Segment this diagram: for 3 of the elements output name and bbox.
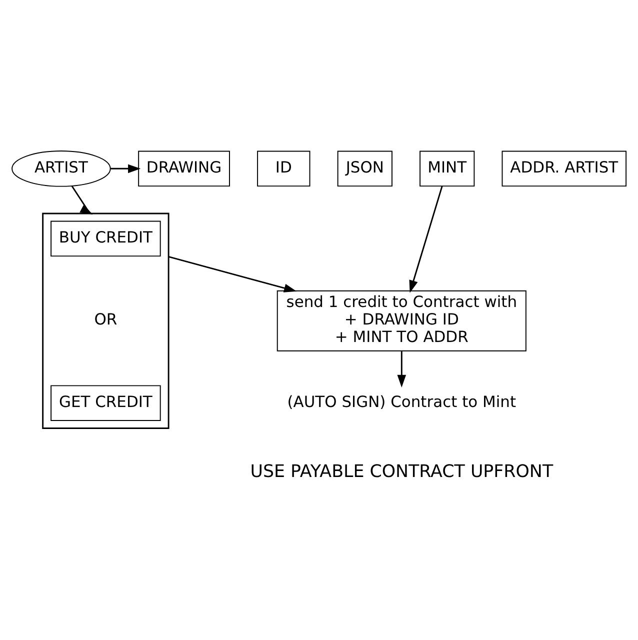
node-text: (AUTO SIGN) Contract to Mint <box>287 392 516 410</box>
label: USE PAYABLE CONTRACT UPFRONT <box>250 461 554 482</box>
label: OR <box>94 310 118 328</box>
